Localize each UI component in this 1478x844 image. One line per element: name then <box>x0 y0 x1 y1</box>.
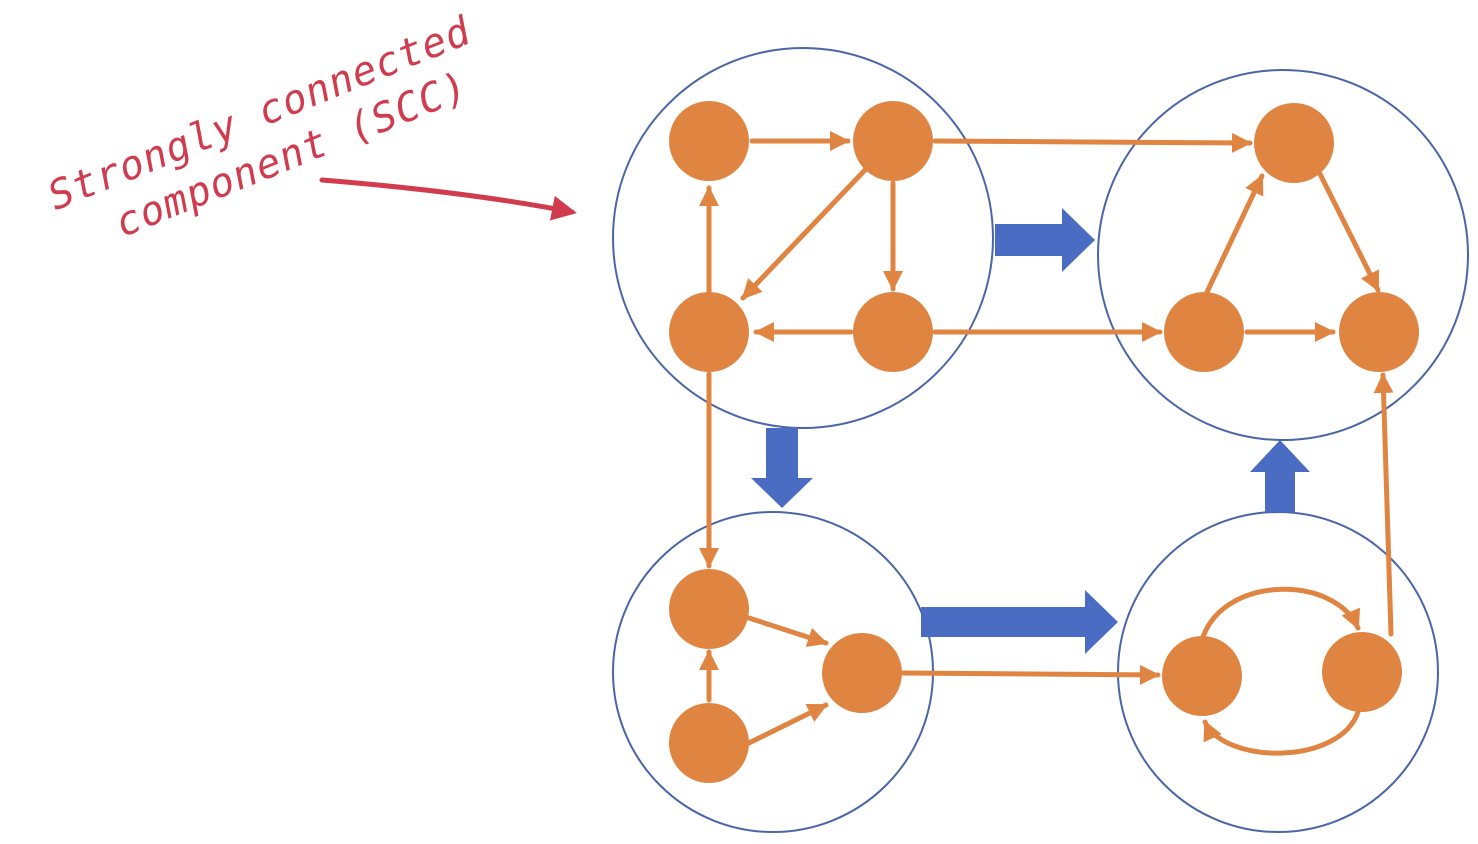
edge-l-k <box>1202 709 1361 756</box>
scc-top-left-outline <box>612 47 994 429</box>
node-c <box>669 292 749 372</box>
edge-b-e <box>932 132 1253 153</box>
edge-b-c <box>740 167 868 301</box>
node-h <box>669 569 749 649</box>
node-e <box>1254 103 1334 183</box>
node-j <box>669 703 749 783</box>
nodes-layer <box>669 101 1419 783</box>
node-i <box>822 633 902 713</box>
condensation-arrow-bl-to-br <box>921 590 1118 654</box>
scc-top-right-outline <box>1097 69 1469 441</box>
condensation-arrow-br-to-tr <box>1250 440 1310 512</box>
node-d <box>853 292 933 372</box>
annotation-pointer-arrow <box>319 177 577 221</box>
node-a <box>669 101 749 181</box>
node-l <box>1322 632 1402 712</box>
edge-k-l <box>1200 586 1361 640</box>
edge-l-g <box>1373 372 1394 637</box>
edge-j-i <box>746 702 829 746</box>
node-f <box>1164 292 1244 372</box>
condensation-arrow-tl-to-tr <box>995 208 1095 272</box>
edge-i-k <box>900 664 1161 685</box>
edge-h-i <box>746 615 829 647</box>
edges-layer <box>699 131 1394 756</box>
node-g <box>1339 292 1419 372</box>
edge-f-e <box>1204 173 1265 295</box>
annotation: Strongly connected component (SCC) <box>42 8 478 247</box>
node-k <box>1162 636 1242 716</box>
components-layer <box>612 47 1469 833</box>
node-b <box>853 101 933 181</box>
condensation-arrow-tl-to-bl <box>751 428 813 508</box>
condensation-arrows <box>751 208 1310 654</box>
edge-e-g <box>1317 171 1381 293</box>
